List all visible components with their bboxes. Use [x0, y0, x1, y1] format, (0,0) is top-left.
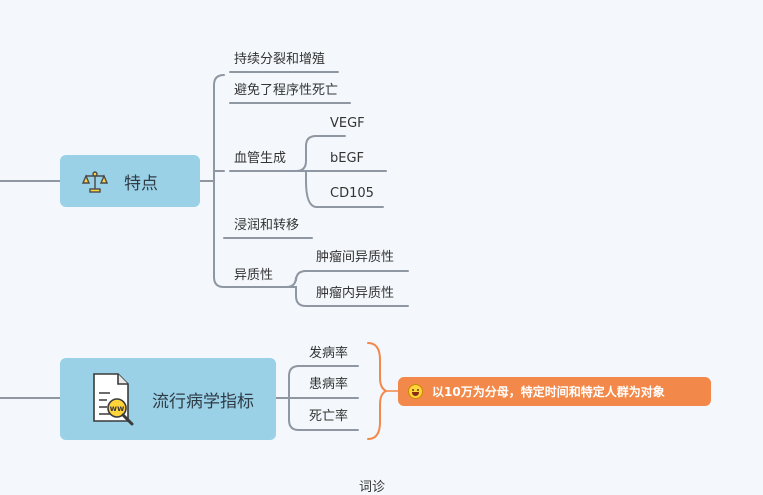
features-node-label: 特点: [124, 173, 158, 194]
balance-scale-icon: [82, 171, 108, 193]
angiogenesis-item-begf[interactable]: bEGF: [330, 151, 365, 166]
epidemiology-item-prevalence[interactable]: 患病率: [309, 377, 349, 392]
features-node[interactable]: 特点: [60, 155, 200, 207]
connector-lines: [0, 71, 409, 440]
epidemiology-item-mortality[interactable]: 死亡率: [309, 409, 349, 424]
svg-text:ww: ww: [110, 404, 125, 413]
angiogenesis-item-cd105[interactable]: CD105: [330, 186, 374, 201]
heterogeneity-item-inter-tumor[interactable]: 肿瘤间异质性: [316, 250, 395, 265]
feature-item-angiogenesis[interactable]: 血管生成: [234, 151, 287, 166]
feature-item-proliferation[interactable]: 持续分裂和增殖: [234, 52, 326, 67]
partial-label: 词诊: [359, 480, 386, 495]
feature-item-heterogeneity[interactable]: 异质性: [234, 268, 274, 283]
epidemiology-item-incidence[interactable]: 发病率: [309, 346, 349, 361]
epidemiology-node[interactable]: ww 流行病学指标: [60, 358, 276, 440]
feature-item-apoptosis-evasion[interactable]: 避免了程序性死亡: [234, 83, 339, 98]
epidemiology-node-label: 流行病学指标: [152, 391, 254, 412]
document-search-icon: ww: [93, 373, 134, 426]
summary-callout[interactable]: 以10万为分母，特定时间和特定人群为对象: [398, 377, 711, 406]
laughing-emoji-icon: [408, 384, 423, 399]
angiogenesis-item-vegf[interactable]: VEGF: [330, 116, 365, 131]
feature-item-invasion-metastasis[interactable]: 浸润和转移: [234, 218, 300, 233]
heterogeneity-item-intra-tumor[interactable]: 肿瘤内异质性: [316, 286, 395, 301]
summary-callout-text: 以10万为分母，特定时间和特定人群为对象: [432, 385, 665, 399]
